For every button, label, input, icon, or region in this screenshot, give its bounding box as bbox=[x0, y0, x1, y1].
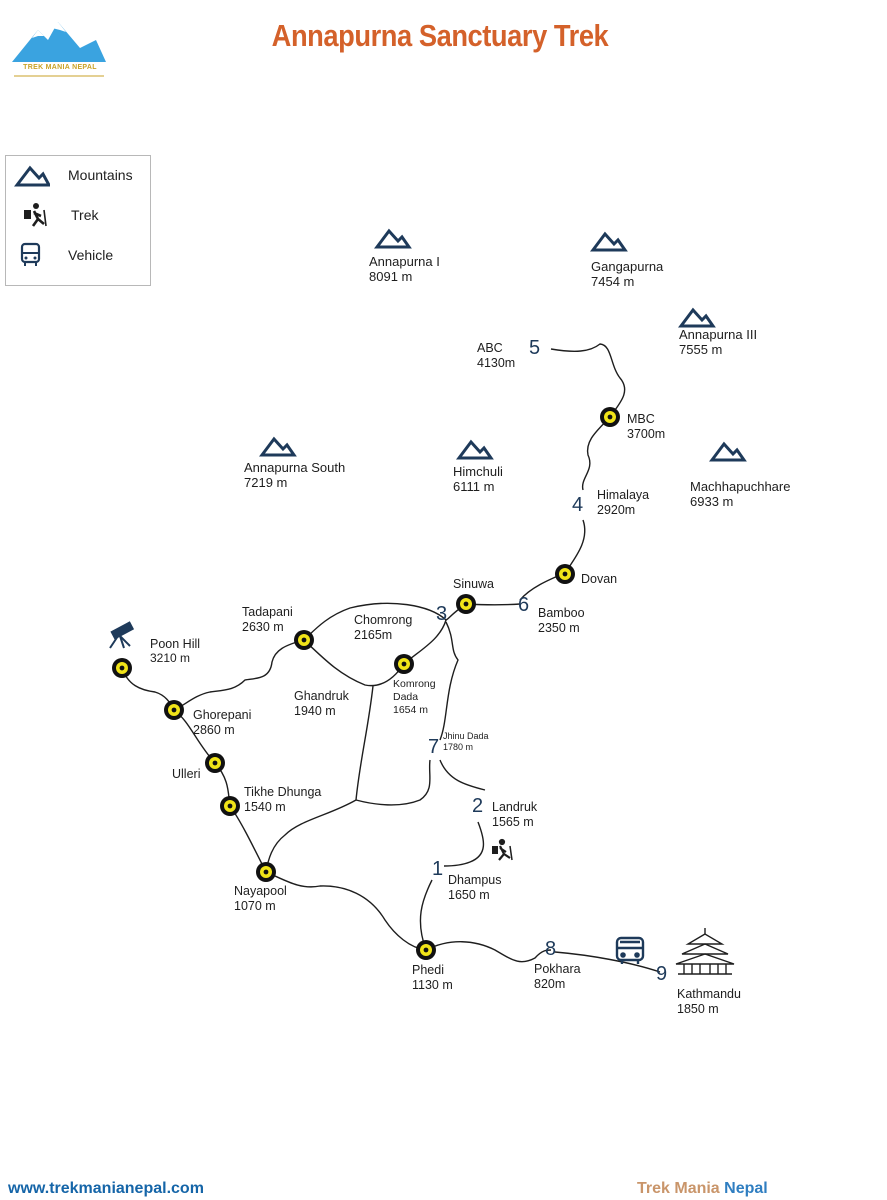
mountain-icon bbox=[590, 231, 628, 252]
stop-marker-mbc bbox=[600, 407, 620, 427]
trail-lines bbox=[121, 343, 661, 973]
day-number-4: 4 bbox=[572, 494, 584, 516]
legend: Mountains Trek Vehicle bbox=[5, 155, 151, 286]
stop-marker-nayapool bbox=[256, 862, 276, 882]
day-number-2: 2 bbox=[472, 795, 484, 817]
mountain-logo-icon bbox=[12, 22, 106, 77]
day-number-1: 1 bbox=[432, 858, 444, 880]
mountain-icon bbox=[374, 228, 412, 249]
day-number-5: 5 bbox=[529, 337, 541, 359]
footer-website-link[interactable]: www.trekmanianepal.com bbox=[8, 1180, 204, 1197]
stop-marker-phedi bbox=[416, 940, 436, 960]
mountain-icon bbox=[456, 439, 494, 460]
mountain-icon bbox=[259, 436, 297, 457]
place-label-ulleri: Ulleri bbox=[172, 767, 201, 781]
stop-marker-dovan bbox=[555, 564, 575, 584]
legend-item-trek: Trek bbox=[6, 202, 150, 228]
trekker-icon bbox=[24, 203, 47, 227]
logo-text: TREK MANIA NEPAL bbox=[23, 64, 97, 71]
day-number-3: 3 bbox=[436, 603, 448, 625]
mountain-icon bbox=[709, 441, 747, 462]
bus-icon bbox=[615, 936, 645, 964]
stop-marker-poonhill bbox=[112, 658, 132, 678]
legend-label: Vehicle bbox=[68, 247, 114, 263]
day-number-7: 7 bbox=[428, 736, 440, 758]
day-number-8: 8 bbox=[545, 938, 557, 960]
stop-marker-ghorepani bbox=[164, 700, 184, 720]
day-number-6: 6 bbox=[518, 594, 530, 616]
stop-marker-ulleri bbox=[205, 753, 225, 773]
stop-marker-komrong bbox=[394, 654, 414, 674]
footer-brand: Trek Mania Nepal bbox=[637, 1180, 768, 1198]
legend-item-vehicle: Vehicle bbox=[6, 242, 150, 268]
day-number-9: 9 bbox=[656, 963, 668, 985]
place-label-dovan: Dovan bbox=[581, 572, 618, 586]
map-title: Annapurna Sanctuary Trek bbox=[271, 18, 609, 53]
legend-item-mountains: Mountains bbox=[6, 162, 150, 188]
trekker-icon bbox=[492, 838, 513, 861]
stop-marker-tikhedhunga bbox=[220, 796, 240, 816]
legend-label: Mountains bbox=[68, 167, 133, 183]
bus-icon bbox=[20, 242, 41, 266]
stop-marker-tadapani bbox=[294, 630, 314, 650]
footer-brand-part2: Nepal bbox=[724, 1180, 768, 1197]
stop-marker-sinuwa bbox=[456, 594, 476, 614]
temple-icon bbox=[675, 928, 735, 975]
footer-brand-part1: Trek Mania bbox=[637, 1180, 720, 1197]
mountain-icon bbox=[14, 165, 50, 187]
stop-markers bbox=[112, 407, 620, 960]
telescope-icon bbox=[109, 621, 135, 649]
mountain-markers bbox=[259, 228, 747, 462]
legend-label: Trek bbox=[71, 207, 99, 223]
place-label-sinuwa: Sinuwa bbox=[453, 577, 494, 591]
mountain-icon bbox=[678, 307, 716, 328]
